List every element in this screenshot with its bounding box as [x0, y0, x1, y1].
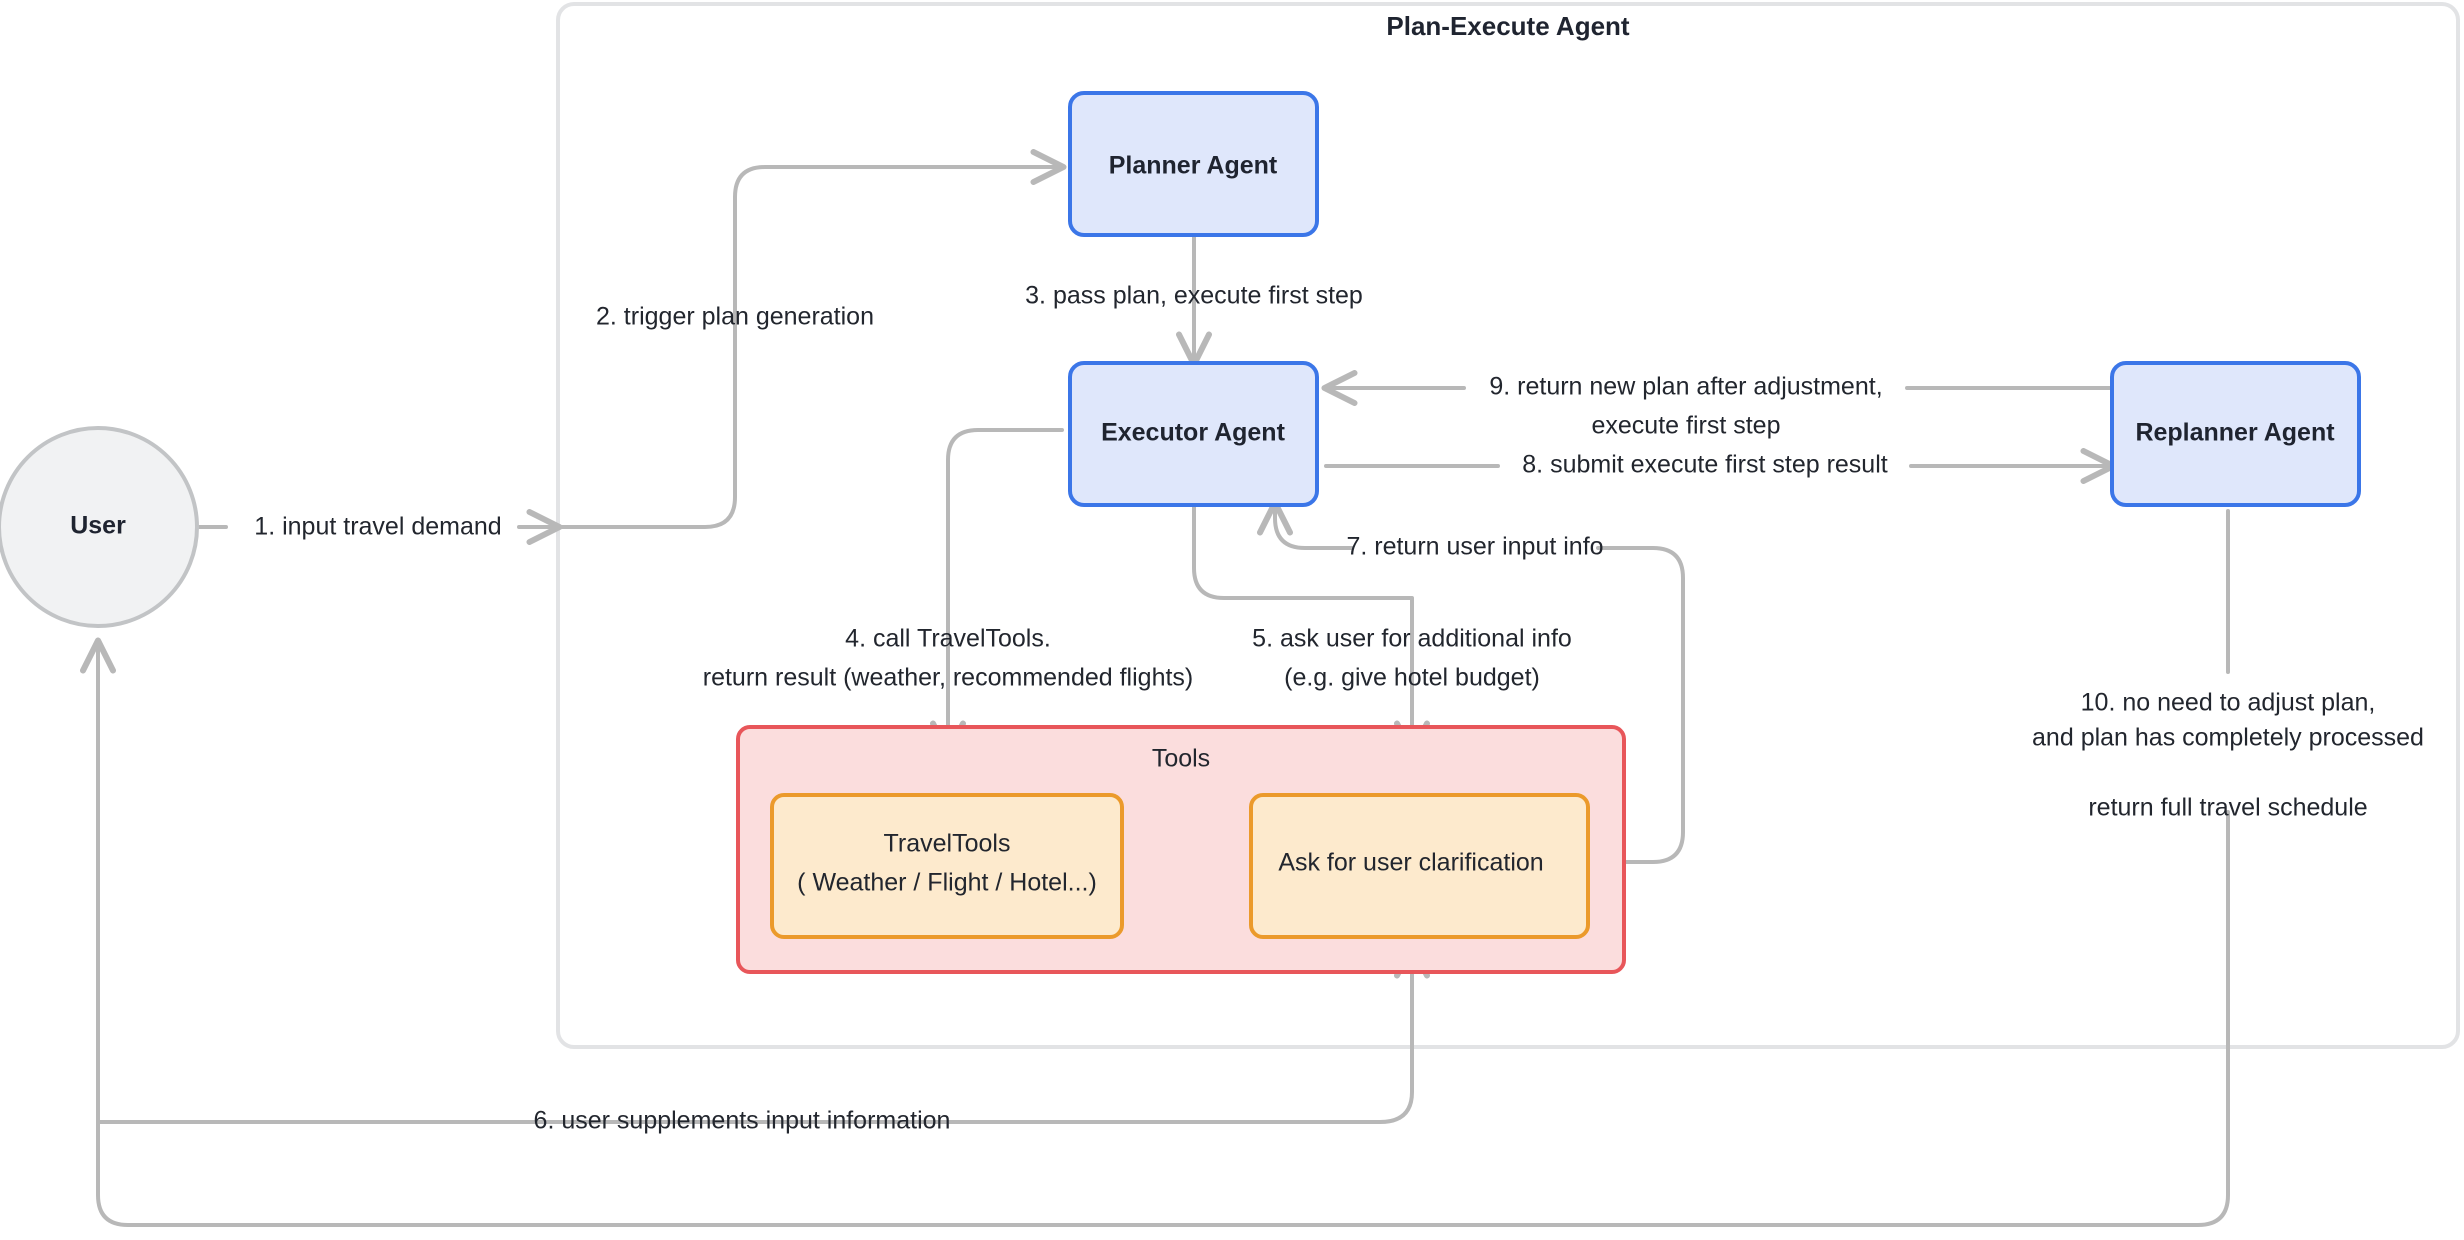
edge-10-return-full-travel-schedule [80, 637, 2230, 1227]
tool-travel-tools-label-line2: ( Weather / Flight / Hotel...) [797, 869, 1097, 897]
node-replanner-agent-label: Replanner Agent [2135, 419, 2335, 447]
edge-label-10-line3: return full travel schedule [2088, 794, 2367, 822]
edge-label-8: 8. submit execute first step result [1522, 451, 1887, 479]
tool-ask-clarification[interactable] [1249, 793, 1590, 939]
edge-label-4-line1: 4. call TravelTools. [845, 625, 1051, 653]
node-user-label: User [70, 512, 126, 540]
edge-label-10-line2: and plan has completely processed [2032, 724, 2424, 752]
edge-label-5-line2: (e.g. give hotel budget) [1284, 664, 1540, 692]
edge-label-4-line2: return result (weather, recommended flig… [703, 664, 1194, 692]
tool-ask-clarification-label: Ask for user clarification [1278, 849, 1543, 877]
edge-label-9-line2: execute first step [1592, 412, 1781, 440]
edge-2-trigger-plan-generation [556, 149, 1067, 529]
node-planner-agent-label: Planner Agent [1109, 152, 1278, 180]
edge-4-call-traveltools [930, 428, 1064, 757]
edge-5-ask-user-additional-info [1192, 502, 1430, 757]
edge-label-10-line1: 10. no need to adjust plan, [2081, 689, 2376, 717]
node-replanner-agent[interactable] [2110, 361, 2361, 507]
edge-7-return-user-input-info-right [1586, 546, 1685, 864]
edge-6-user-supplements-input-information [96, 942, 1430, 1124]
plan-execute-agent-title: Plan-Execute Agent [1386, 11, 1630, 41]
node-planner-agent[interactable] [1068, 91, 1319, 237]
edge-label-2: 2. trigger plan generation [596, 303, 874, 331]
node-executor-agent[interactable] [1068, 361, 1319, 507]
edge-7-return-user-input-info-left [1257, 499, 1354, 550]
edge-label-5-line1: 5. ask user for additional info [1252, 625, 1572, 653]
edge-label-9-line1: 9. return new plan after adjustment, [1489, 373, 1882, 401]
edge-label-7: 7. return user input info [1346, 533, 1603, 561]
edge-label-3: 3. pass plan, execute first step [1025, 282, 1363, 310]
tools-group-label: Tools [1152, 745, 1210, 773]
node-executor-agent-label: Executor Agent [1101, 419, 1286, 447]
tool-travel-tools[interactable] [770, 793, 1124, 939]
node-user[interactable] [0, 426, 199, 628]
edge-label-6: 6. user supplements input information [534, 1107, 951, 1135]
tool-travel-tools-label-line1: TravelTools [884, 830, 1011, 858]
edge-label-1: 1. input travel demand [254, 513, 501, 541]
